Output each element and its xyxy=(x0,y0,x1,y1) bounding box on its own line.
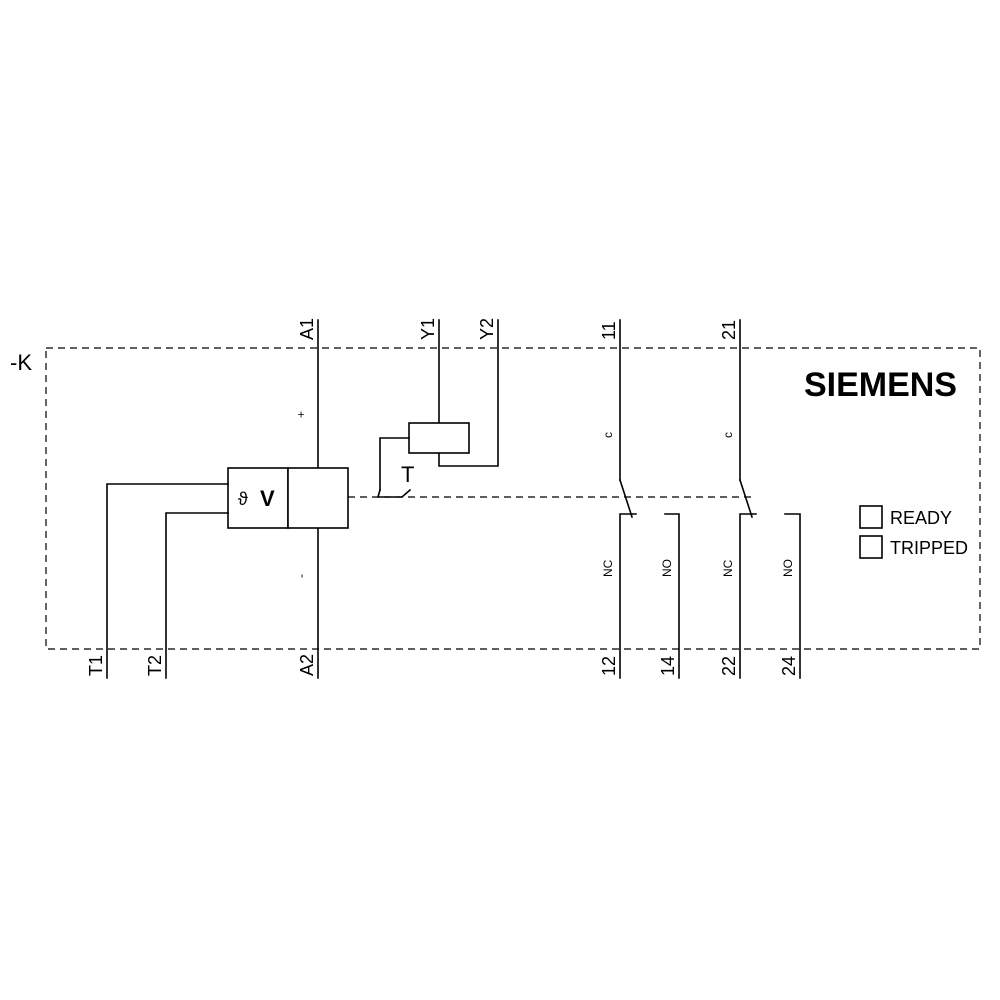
temperature-symbol: ϑ xyxy=(238,489,248,509)
no-1-label: NO xyxy=(660,559,674,577)
test-button-box xyxy=(408,422,470,454)
supply-minus-label: - xyxy=(294,574,308,578)
wire-14 xyxy=(664,513,680,679)
changeover-blade-1 xyxy=(618,478,634,519)
terminal-22-label: 22 xyxy=(719,656,739,676)
terminal-11-label: 11 xyxy=(599,321,619,340)
common-1-label: c xyxy=(601,432,615,438)
tripped-indicator-box xyxy=(859,535,883,559)
no-2-label: NO xyxy=(781,559,795,577)
nc-2-label: NC xyxy=(721,559,735,577)
wire-y2 xyxy=(438,319,499,467)
terminal-a2-label: A2 xyxy=(297,654,317,676)
wire-t2 xyxy=(165,512,229,679)
wire-t1 xyxy=(106,483,229,679)
supply-plus-label: + xyxy=(294,411,308,418)
relay-coil-box xyxy=(287,467,349,529)
nc-1-label: NC xyxy=(601,559,615,577)
wire-12 xyxy=(619,513,637,679)
terminal-24-label: 24 xyxy=(779,656,799,676)
test-button-lead xyxy=(379,437,410,491)
tripped-indicator-label: TRIPPED xyxy=(890,538,968,558)
brand-logo: SIEMENS xyxy=(804,366,957,404)
wire-24 xyxy=(784,513,801,679)
wire-22 xyxy=(739,513,757,679)
sensor-evaluation-box xyxy=(227,467,289,529)
terminal-y1-label: Y1 xyxy=(418,318,438,340)
device-tag: -K xyxy=(10,350,32,375)
test-pushbutton-actuator xyxy=(376,488,412,498)
terminal-12-label: 12 xyxy=(599,656,619,676)
common-2-label: c xyxy=(721,432,735,438)
terminal-a1-label: A1 xyxy=(297,318,317,340)
ready-indicator-box xyxy=(859,505,883,529)
changeover-blade-2 xyxy=(738,478,754,519)
terminal-14-label: 14 xyxy=(658,656,678,676)
terminal-t1-label: T1 xyxy=(86,655,106,676)
terminal-21-label: 21 xyxy=(719,320,739,340)
sensor-type-label: V xyxy=(260,486,275,511)
timer-label: T xyxy=(401,462,414,487)
terminal-t2-label: T2 xyxy=(145,655,165,676)
device-enclosure xyxy=(45,347,981,650)
terminal-y2-label: Y2 xyxy=(477,318,497,340)
ready-indicator-label: READY xyxy=(890,508,952,528)
